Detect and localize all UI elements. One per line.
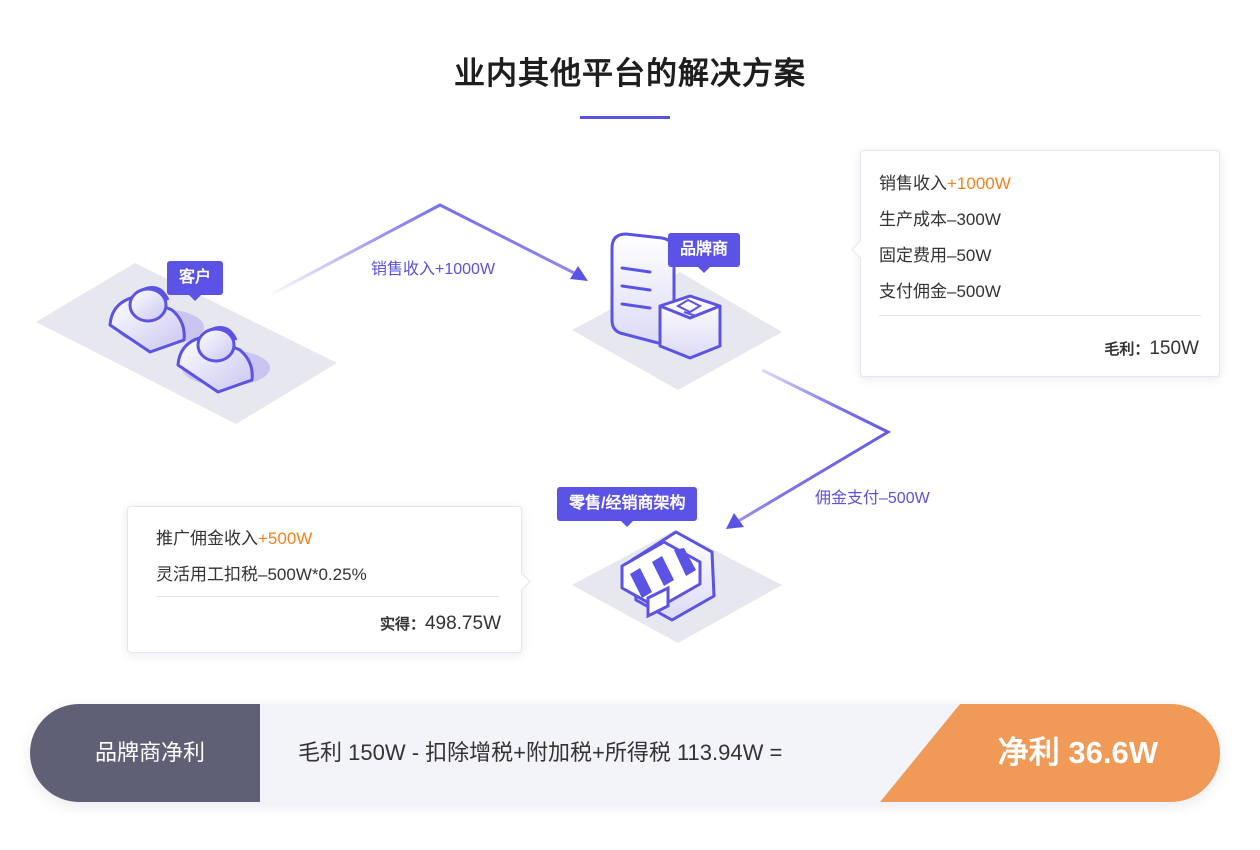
summary-net-profit: 净利 36.6W (997, 735, 1158, 770)
card-divider (879, 315, 1201, 316)
net-profit-summary-bar: 品牌商净利 毛利 150W - 扣除增税+附加税+所得税 113.94W = 净… (30, 704, 1220, 802)
sales-flow-arrowhead (570, 266, 588, 281)
commission-flow-arrow (729, 368, 892, 528)
title-underline (580, 116, 670, 119)
brand-gross-profit: 毛利：150W (1104, 338, 1199, 359)
brand-commission-paid: 支付佣金–500W (879, 282, 1001, 301)
brand-production-cost: 生产成本–300W (879, 210, 1001, 229)
summary-left-label: 品牌商净利 (30, 704, 260, 802)
retail-net-received: 实得：498.75W (379, 613, 501, 634)
card-divider (156, 596, 499, 597)
sales-flow-label: 销售收入+1000W (371, 261, 496, 278)
brand-sales-income: 销售收入+1000W (879, 174, 1011, 193)
store-icon (620, 530, 716, 622)
commission-flow-arrowhead (726, 513, 744, 529)
sales-flow-arrow (267, 203, 585, 298)
commission-flow-label: 佣金支付–500W (815, 490, 930, 507)
users-icon (108, 286, 270, 394)
customer-tag: 客户 (167, 261, 224, 301)
brand-tag: 品牌商 (668, 233, 741, 273)
flow-diagram (36, 203, 892, 643)
retail-finance-card: 推广佣金收入+500W 灵活用工扣税–500W*0.25% 实得：498.75W (127, 506, 531, 653)
retail-tax-deduction: 灵活用工扣税–500W*0.25% (156, 565, 367, 584)
building-icon (610, 232, 722, 360)
brand-finance-card: 销售收入+1000W 生产成本–300W 固定费用–50W 支付佣金–500W … (851, 150, 1220, 377)
page-title: 业内其他平台的解决方案 (454, 56, 806, 91)
retail-commission-income: 推广佣金收入+500W (156, 529, 313, 548)
brand-fixed-cost: 固定费用–50W (879, 246, 992, 265)
retail-tag: 零售/经销商架构 (557, 487, 698, 527)
summary-formula: 毛利 150W - 扣除增税+附加税+所得税 113.94W = (298, 740, 783, 765)
brand-sales-income-value: +1000W (947, 174, 1011, 193)
retail-commission-income-value: +500W (258, 529, 313, 548)
